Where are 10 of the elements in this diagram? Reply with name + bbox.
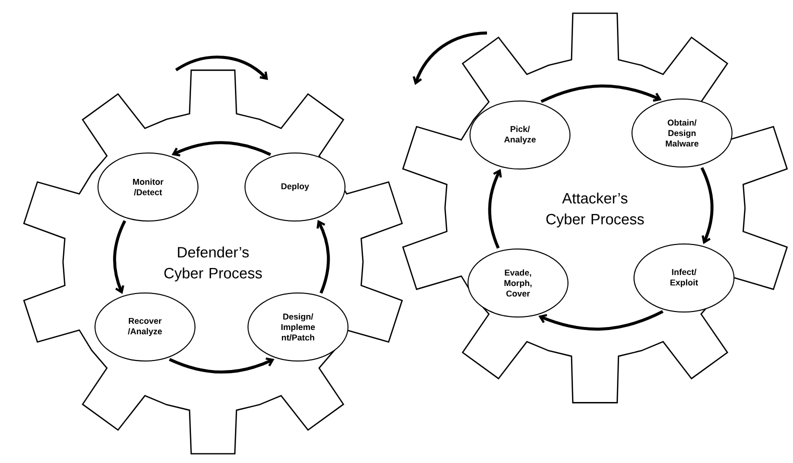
arrow [488,168,502,249]
arrow [700,167,714,244]
arrow [172,141,272,156]
arrow [540,84,662,103]
arrow [113,220,126,294]
arrow [168,357,274,374]
arrow [538,310,664,330]
process-title: Defender’s Cyber Process [164,246,262,282]
arrow [316,220,330,294]
process-title: Attacker’s Cyber Process [546,192,644,228]
